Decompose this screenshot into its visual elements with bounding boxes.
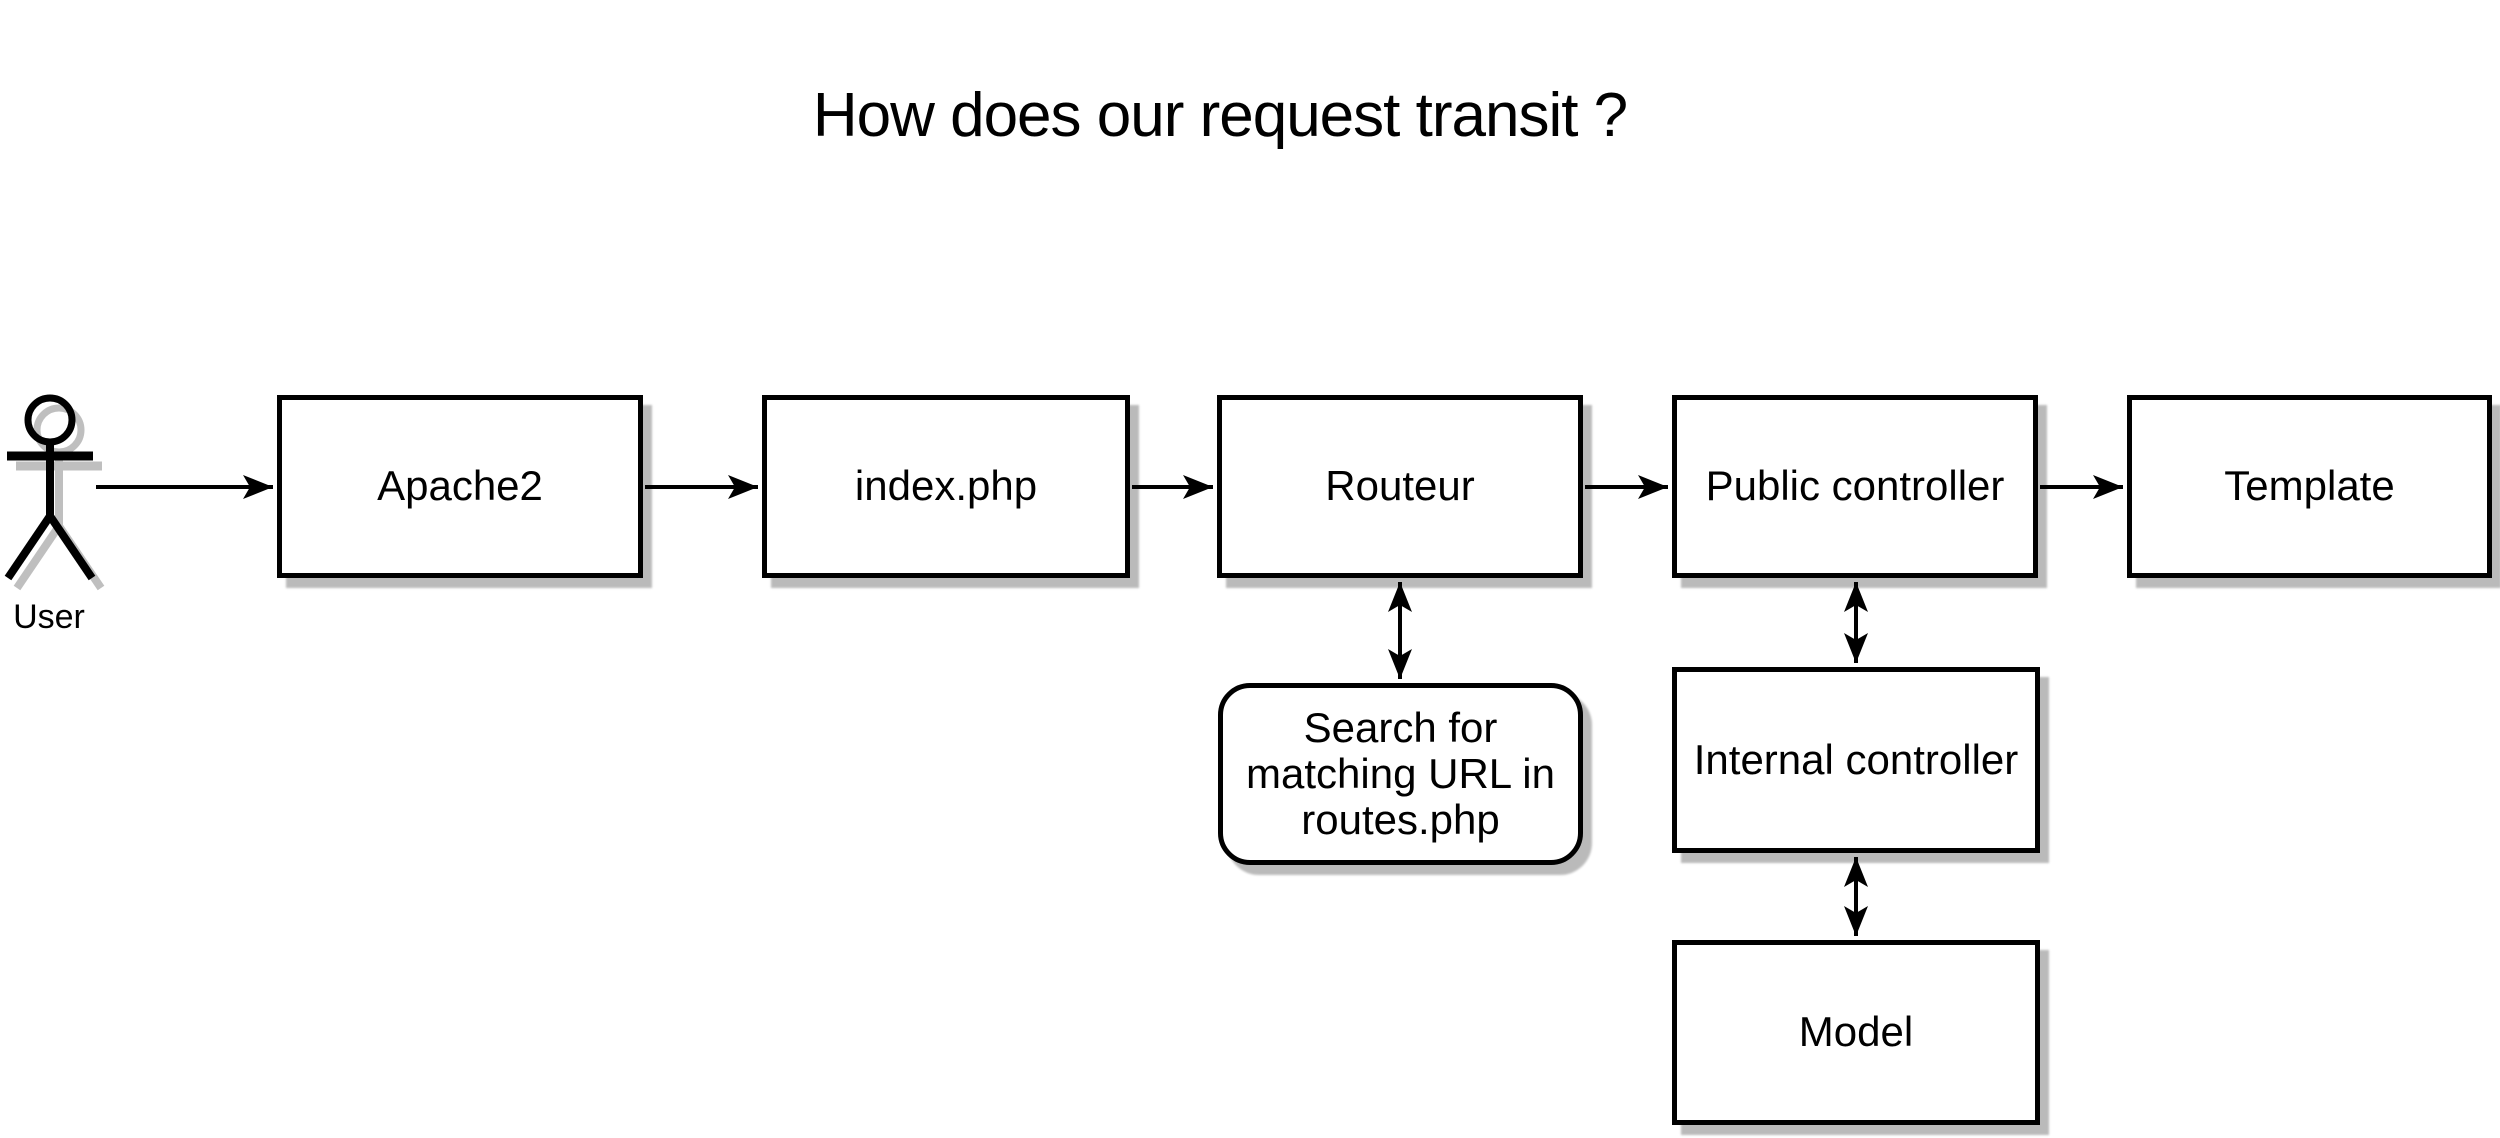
node-internal-controller: Internal controller — [1672, 667, 2040, 853]
node-routeur: Routeur — [1217, 395, 1583, 578]
node-label: Search for matching URL in routes.php — [1246, 703, 1555, 844]
node-label: Template — [2224, 462, 2395, 510]
stick-figure-icon — [4, 394, 105, 591]
node-public-controller: Public controller — [1672, 395, 2038, 578]
user-actor — [0, 380, 120, 650]
actor-label: User — [13, 598, 85, 636]
node-label: Public controller — [1705, 462, 2005, 510]
node-search-url: Search for matching URL in routes.php — [1218, 683, 1583, 865]
diagram-title: How does our request transit ? — [812, 81, 1628, 150]
node-model: Model — [1672, 940, 2040, 1125]
node-label: index.php — [854, 462, 1038, 510]
node-label: Model — [1798, 1008, 1914, 1056]
node-label: Apache2 — [377, 462, 543, 510]
node-label: Routeur — [1325, 462, 1475, 510]
node-index-php: index.php — [762, 395, 1130, 578]
node-label: Internal controller — [1693, 735, 2019, 783]
node-apache2: Apache2 — [277, 395, 643, 578]
node-template: Template — [2127, 395, 2492, 578]
